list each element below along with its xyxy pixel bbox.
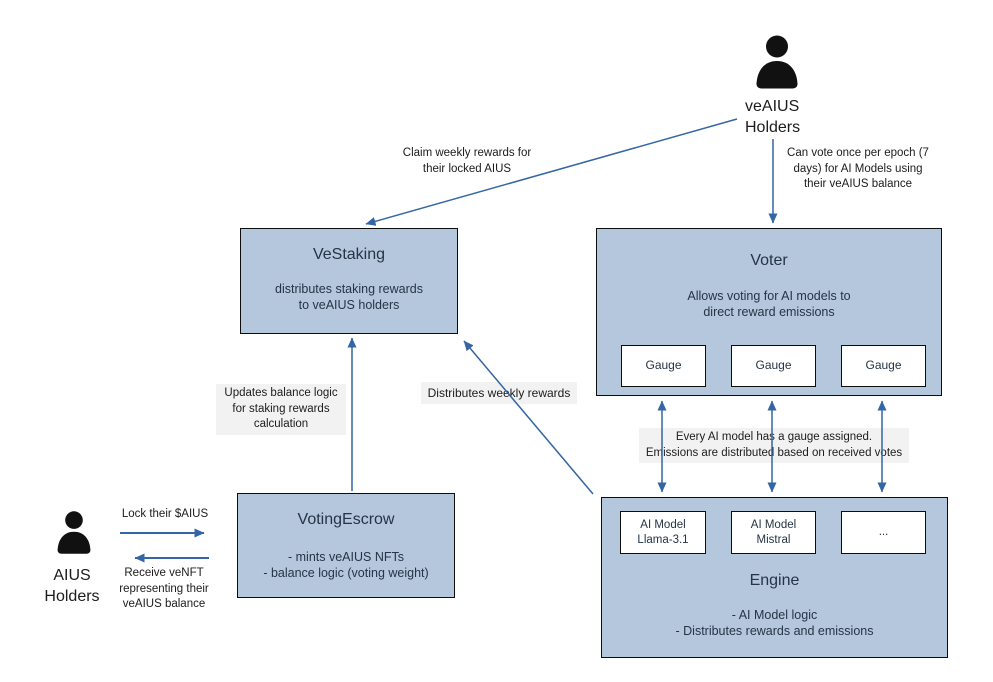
receive-venft-label: Receive veNFT representing their veAIUS …: [119, 567, 209, 611]
claim-rewards-label: Claim weekly rewards for their locked AI…: [402, 147, 532, 175]
vote-per-epoch-label: Can vote once per epoch (7 days) for AI …: [787, 147, 929, 191]
distributes-rewards-label: Distributes weekly rewards: [421, 382, 577, 405]
ai-model-mistral-box: AI Model Mistral: [731, 511, 816, 554]
ai-model-more-box: ...: [841, 511, 926, 554]
aius-holders-label: AIUS Holders: [44, 567, 100, 606]
vestaking-title: VeStaking: [312, 246, 386, 263]
gauge-note-label: Every AI model has a gauge assigned. Emi…: [639, 428, 909, 464]
arrow-engine-to-vestaking: [463, 340, 594, 495]
votingescrow-title: VotingEscrow: [297, 511, 395, 528]
veaius-holders-person-icon: [756, 35, 798, 89]
lock-aius-label: Lock their $AIUS: [121, 508, 209, 520]
gauge-box-1: Gauge: [621, 345, 706, 387]
votingescrow-box: VotingEscrow - mints veAIUS NFTs - balan…: [237, 493, 455, 598]
vestaking-box: VeStaking distributes staking rewards to…: [240, 228, 458, 334]
updates-balance-label: Updates balance logic for staking reward…: [216, 384, 346, 435]
engine-title: Engine: [749, 572, 800, 589]
veaius-holders-label: veAIUS Holders: [745, 98, 801, 137]
voter-box: Voter Allows voting for AI models to dir…: [596, 228, 942, 396]
aius-holders-person-icon: [57, 511, 91, 554]
voter-body: Allows voting for AI models to direct re…: [687, 289, 851, 319]
gauge-box-2: Gauge: [731, 345, 816, 387]
vestaking-body: distributes staking rewards to veAIUS ho…: [275, 282, 423, 312]
ai-model-llama-box: AI Model Llama-3.1: [620, 511, 706, 554]
votingescrow-body: - mints veAIUS NFTs - balance logic (vot…: [263, 550, 429, 580]
gauge-box-3: Gauge: [841, 345, 926, 387]
voter-title: Voter: [750, 252, 788, 269]
engine-box: AI Model Llama-3.1 AI Model Mistral ... …: [601, 497, 948, 658]
engine-body: - AI Model logic - Distributes rewards a…: [675, 608, 874, 638]
